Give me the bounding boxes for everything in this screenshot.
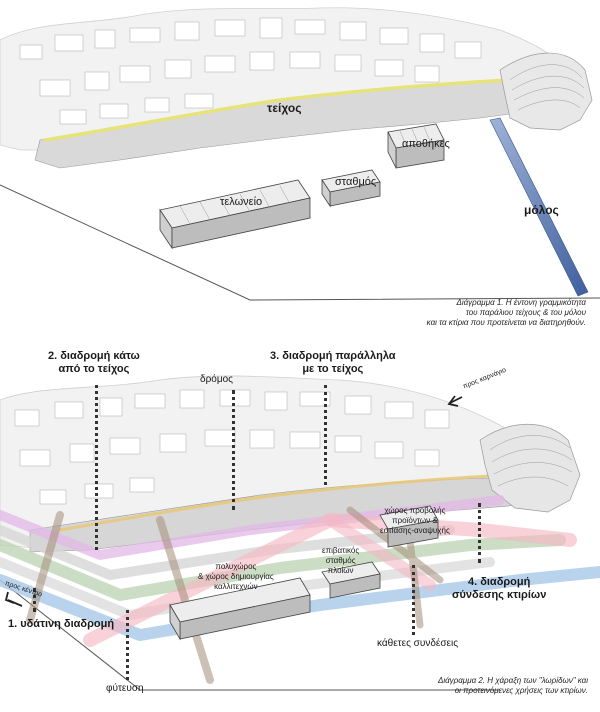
leader-vertical	[412, 565, 415, 635]
label-line: από το τείχος	[58, 363, 130, 375]
label-line: σταθμός	[325, 556, 356, 565]
label-passenger-station: επιβατικός σταθμός πλοίων	[322, 546, 359, 576]
building-passenger-station	[321, 561, 381, 599]
building-customs	[159, 179, 311, 250]
strip-water	[0, 566, 600, 641]
label-multispace: πολυχώρος & χώρος δημιουργίας καλλιτεχνώ…	[198, 562, 274, 592]
building-station	[321, 169, 381, 208]
caption-1-line: του παράλιου τείχους & του μόλου	[465, 308, 586, 317]
building-product-space	[379, 505, 439, 548]
caption-2: Διάγραμμα 2. Η χάραξη των "λωρίδων" και …	[438, 676, 588, 696]
label-product-space: χώρος προβολής προϊόντων & εστίασης-αναψ…	[380, 506, 450, 536]
leader-route1	[33, 588, 36, 612]
label-line: επιβατικός	[322, 546, 360, 555]
strip-green	[0, 534, 566, 601]
ground-outline	[0, 184, 600, 301]
town-blocks	[14, 389, 450, 505]
leader-route2	[95, 385, 98, 550]
label-customs: τελωνείο	[220, 196, 263, 208]
label-line: 4. διαδρομή	[467, 576, 531, 588]
label-line: καλλιτεχνών	[214, 582, 258, 591]
building-warehouses	[387, 123, 445, 169]
headland-contours	[489, 435, 573, 487]
strip-violet	[0, 495, 505, 560]
caption-1-line: και τα κτίρια που προτείνεται να διατηρη…	[426, 318, 586, 327]
diagram-2: 2. διαδρομή κάτω από το τείχος 3. διαδρο…	[0, 340, 600, 712]
label-route1: 1. υδάτινη διαδρομή	[8, 618, 115, 630]
diagram-2-drawing	[0, 375, 600, 691]
caption-2-line: Διάγραμμα 2. Η χάραξη των "λωρίδων" και	[437, 676, 588, 685]
headland	[479, 423, 581, 513]
label-line: με το τείχος	[302, 363, 364, 375]
leader-planting	[126, 610, 129, 680]
label-route2: 2. διαδρομή κάτω από το τείχος	[48, 350, 140, 376]
label-route4: 4. διαδρομή σύνδεσης κτιρίων	[452, 576, 546, 602]
label-station: σταθμός	[335, 176, 377, 188]
caption-2-line: οι προτεινόμενες χρήσεις των κτιρίων.	[454, 686, 588, 695]
label-line: 2. διαδρομή κάτω	[48, 350, 140, 362]
label-warehouses: αποθήκες	[402, 138, 450, 150]
town-blocks	[19, 17, 482, 125]
leader-road	[232, 390, 235, 510]
label-line: πολυχώρος	[215, 562, 257, 571]
label-planting: φύτευση	[106, 683, 144, 694]
building-multispace	[169, 577, 311, 641]
diagram-1: τείχος αποθήκες σταθμός τελωνείο μόλος Δ…	[0, 0, 600, 340]
caption-1: Διάγραμμα 1. Η έντονη γραμμικότητα του π…	[427, 298, 586, 328]
label-vertical: κάθετες συνδέσεις	[377, 638, 459, 649]
leader-route3	[324, 385, 327, 485]
label-line: προϊόντων &	[392, 516, 438, 525]
pier	[489, 117, 589, 297]
label-line: & χώρος δημιουργίας	[198, 572, 274, 581]
label-wall: τείχος	[267, 101, 302, 115]
label-line: εστίασης-αναψυχής	[380, 526, 450, 535]
caption-1-line: Διάγραμμα 1. Η έντονη γραμμικότητα	[456, 298, 586, 307]
label-line: 3. διαδρομή παράλληλα	[270, 350, 396, 362]
label-road: δρόμος	[200, 374, 233, 385]
label-route3: 3. διαδρομή παράλληλα με το τείχος	[270, 350, 396, 376]
wall-accent	[58, 466, 547, 532]
arrow-to-center	[4, 591, 23, 607]
diagram-1-drawing	[0, 7, 600, 301]
ground-outline	[0, 579, 500, 691]
headland-contours	[509, 64, 585, 111]
label-line: χώρος προβολής	[384, 506, 446, 515]
arrow-to-port	[447, 395, 463, 407]
label-line: πλοίων	[327, 566, 354, 575]
label-pier: μόλος	[524, 203, 559, 217]
leader-route4	[478, 503, 481, 563]
label-line: σύνδεσης κτιρίων	[452, 589, 547, 601]
wall-line	[43, 70, 567, 142]
headland	[499, 52, 593, 131]
